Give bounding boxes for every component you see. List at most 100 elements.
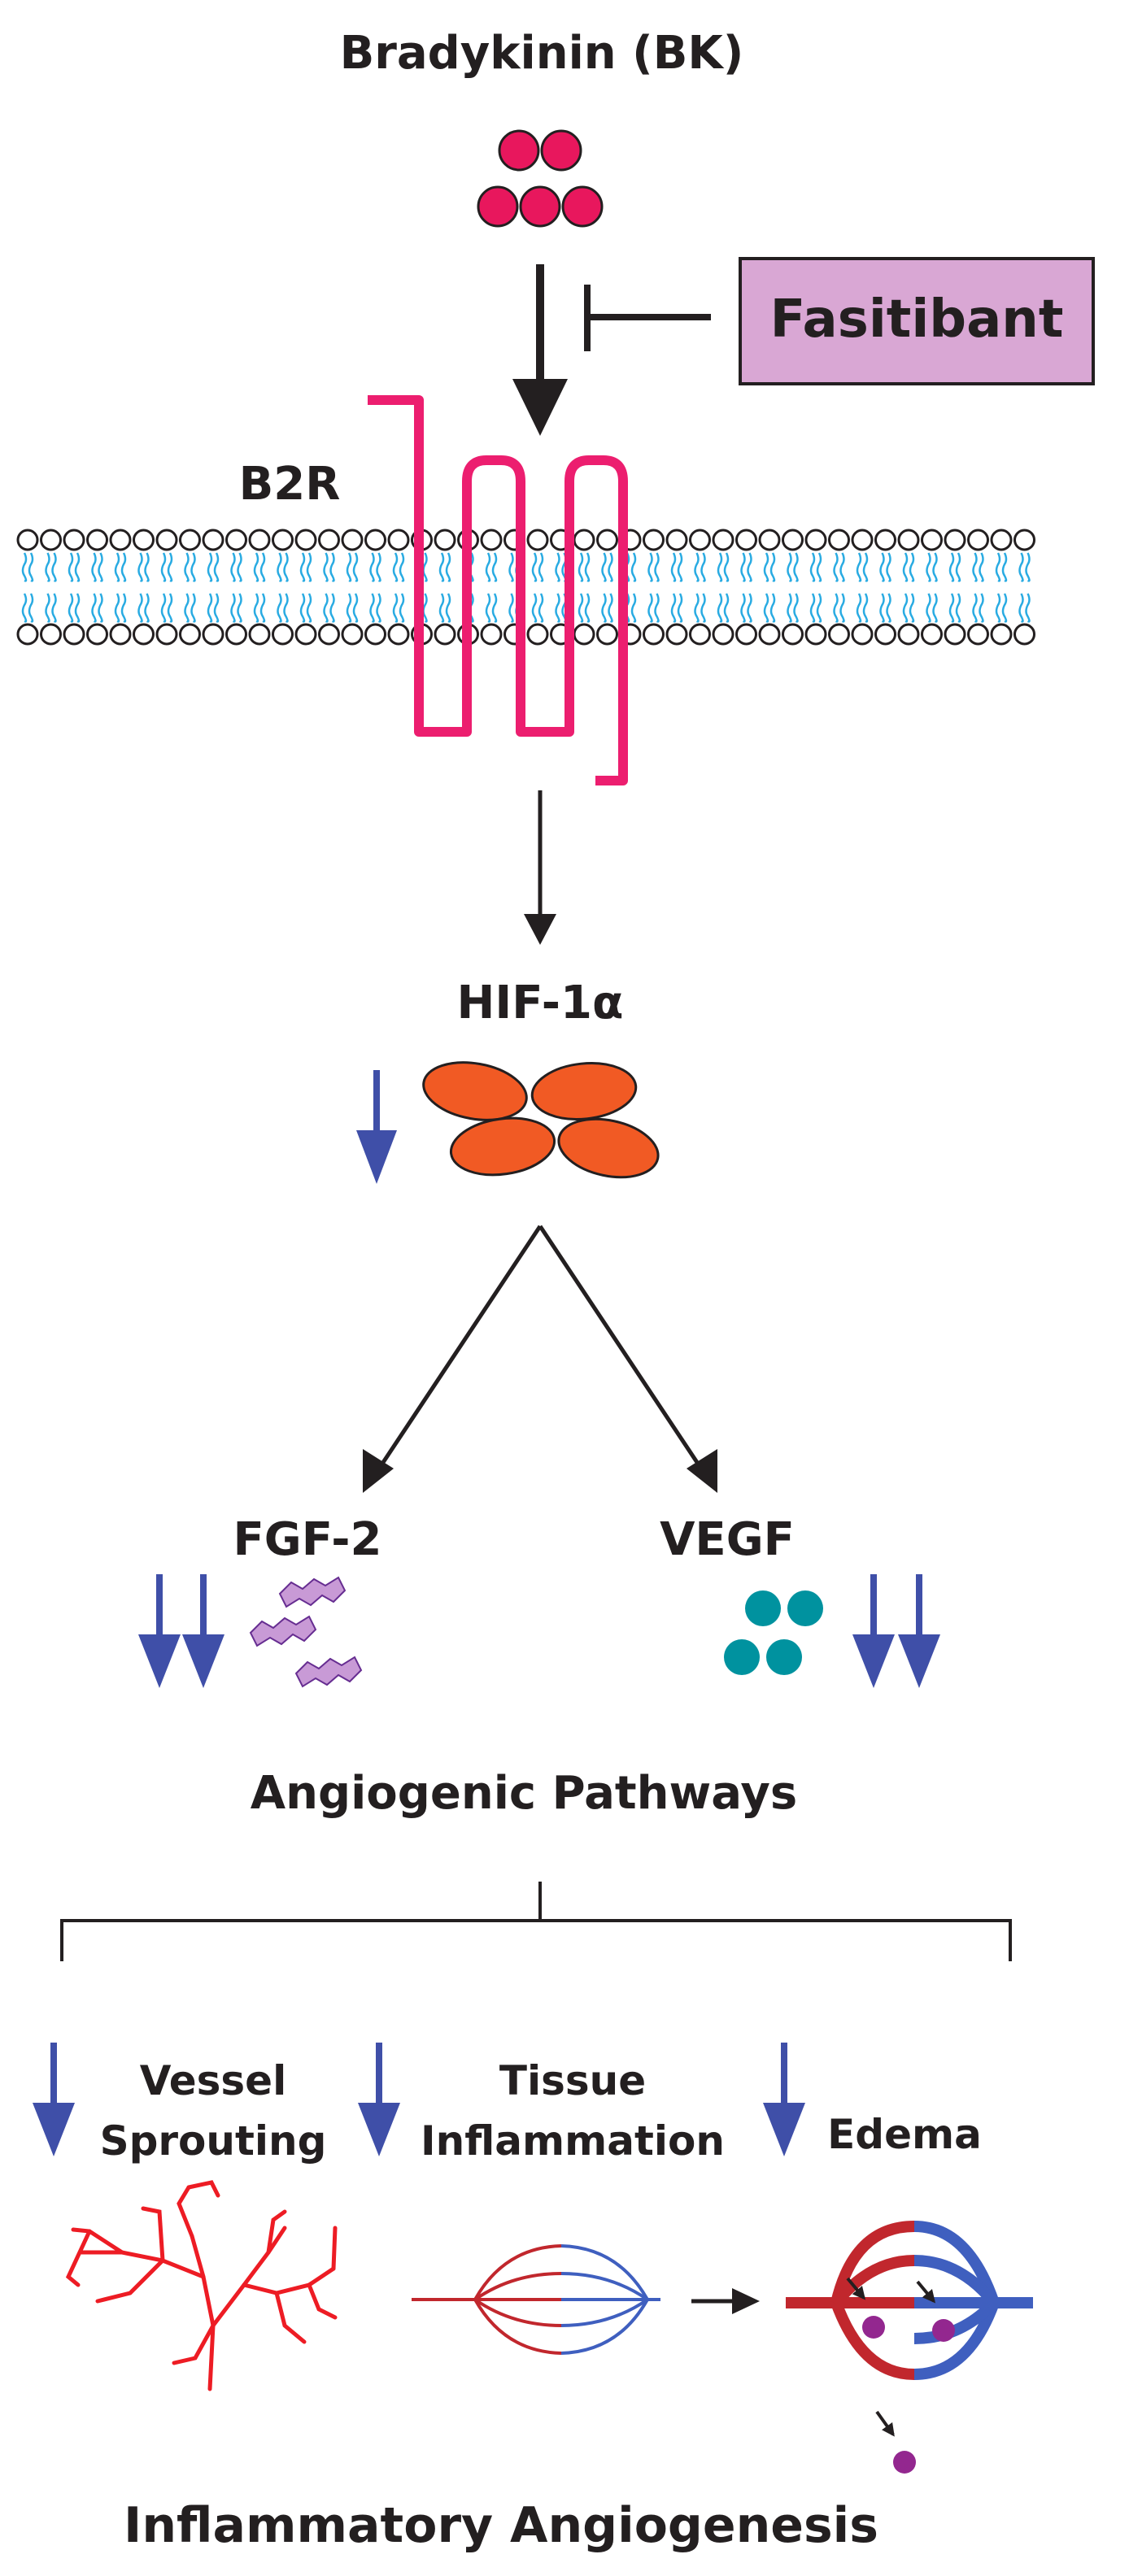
lipid-tail — [578, 593, 584, 623]
lipid-tail — [74, 593, 81, 623]
lipid-tail — [120, 552, 127, 582]
lipid-head — [689, 623, 711, 646]
lipid-head — [272, 529, 294, 551]
lipid-head — [990, 529, 1013, 551]
lipid-tail — [630, 593, 637, 623]
lipid-head — [573, 529, 595, 551]
lipid-tail — [346, 593, 352, 623]
lipid-tail — [392, 593, 399, 623]
lipid-tail — [972, 593, 978, 623]
lipid-tail — [902, 593, 909, 623]
lipid-head — [712, 623, 735, 646]
lipid-tail — [137, 552, 143, 582]
lipid-tail — [438, 593, 445, 623]
lipid-tail — [723, 593, 730, 623]
lipid-tail — [886, 552, 891, 582]
lipid-tail — [253, 593, 259, 623]
lipid-head — [63, 529, 85, 551]
lipid-tail — [747, 593, 752, 623]
lipid-head — [16, 529, 39, 551]
bradykinin-molecules — [477, 129, 604, 228]
lipid-tail — [601, 593, 607, 623]
lipid-tail — [259, 552, 266, 582]
lipid-tail — [306, 593, 312, 623]
lipid-tail — [213, 552, 220, 582]
lipid-head — [86, 623, 108, 646]
lipid-head — [828, 623, 850, 646]
lipid-tail — [787, 593, 792, 623]
lipid-tail — [114, 552, 120, 582]
lipid-head — [294, 623, 317, 646]
lipid-head — [665, 529, 688, 551]
lipid-tail — [793, 593, 799, 623]
lipid-tail — [68, 552, 74, 582]
fasitibant-box — [739, 257, 1095, 385]
lipid-tail — [787, 552, 792, 582]
edema-particles — [862, 2316, 955, 2474]
lipid-tail — [769, 552, 776, 582]
lipid-tail — [399, 593, 405, 623]
lipid-head — [804, 529, 827, 551]
lipid-tail — [230, 552, 236, 582]
hif-molecules — [422, 1061, 660, 1179]
lipid-head — [318, 623, 340, 646]
lipid-head — [387, 623, 410, 646]
lipid-head — [63, 623, 85, 646]
lipid-tail — [283, 593, 289, 623]
edema-label: Edema — [827, 2111, 982, 2158]
lipid-tail — [856, 593, 862, 623]
lipid-tail — [670, 593, 677, 623]
lipid-head — [272, 623, 294, 646]
lipid-tail — [277, 593, 282, 623]
lipid-tail — [677, 593, 683, 623]
lipid-head — [1013, 529, 1035, 551]
lipid-tail — [45, 552, 50, 582]
lipid-head — [109, 623, 132, 646]
lipid-head — [133, 623, 155, 646]
lipid-tail — [740, 593, 746, 623]
lipid-head — [921, 529, 943, 551]
pathway-bracket — [60, 1882, 1012, 1961]
lipid-tail — [323, 552, 329, 582]
lipid-tail — [167, 552, 173, 582]
lipid-head — [341, 623, 364, 646]
lipid-tail — [190, 593, 196, 623]
lipid-tail — [491, 552, 498, 582]
lipid-tail — [237, 552, 242, 582]
cell-membrane-icon — [16, 529, 1035, 646]
lipid-tail — [862, 552, 869, 582]
lipid-tail — [422, 552, 428, 582]
lipid-tail — [68, 593, 74, 623]
lipid-tail — [700, 593, 706, 623]
lipid-tail — [670, 552, 677, 582]
lipid-tail — [277, 552, 282, 582]
lipid-tail — [723, 552, 730, 582]
lipid-tail — [700, 552, 706, 582]
lipid-tail — [948, 593, 955, 623]
lipid-tail — [647, 552, 653, 582]
lipid-head — [828, 529, 850, 551]
lipid-tail — [323, 593, 329, 623]
lipid-tail — [28, 552, 34, 582]
lipid-tail — [21, 552, 28, 582]
lipid-head — [921, 623, 943, 646]
lipid-head — [782, 623, 804, 646]
edema-vessel-icon — [786, 2221, 1033, 2380]
lipid-tail — [346, 552, 352, 582]
lipid-tail — [926, 593, 931, 623]
lipid-tail — [769, 593, 776, 623]
hif-label: HIF-1α — [457, 977, 624, 1029]
lipid-tail — [879, 593, 885, 623]
lipid-head — [1013, 623, 1035, 646]
lipid-head — [387, 529, 410, 551]
lipid-head — [480, 529, 503, 551]
lipid-tail — [856, 552, 862, 582]
lipid-tail — [207, 552, 213, 582]
lipid-head — [967, 623, 989, 646]
lipid-tail — [902, 552, 909, 582]
lipid-head — [248, 529, 271, 551]
lipid-tail — [114, 593, 120, 623]
lipid-head — [944, 529, 966, 551]
inhibition-bar-icon — [584, 285, 711, 351]
lipid-tail — [955, 552, 961, 582]
